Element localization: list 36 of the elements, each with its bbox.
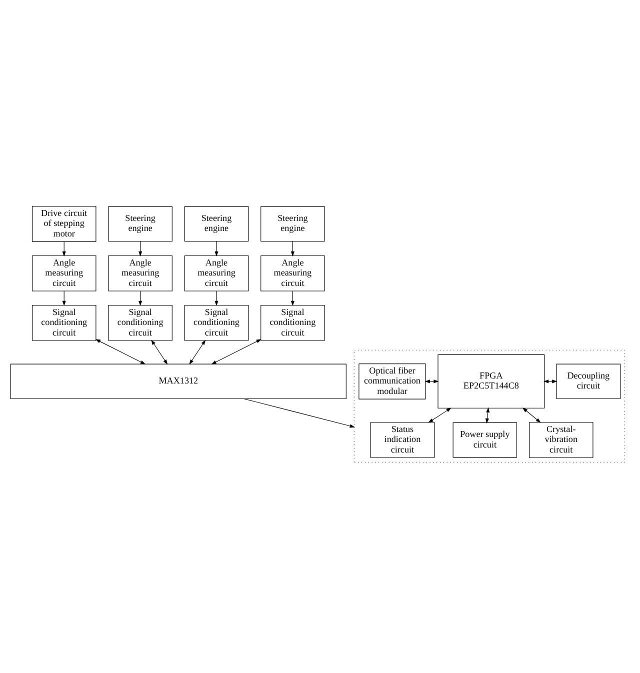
- node-box: Drive circuit of stepping motor: [32, 206, 96, 242]
- node-box: Status indication circuit: [370, 422, 435, 458]
- arrow: [290, 241, 294, 257]
- node-box: Steering engine: [260, 206, 325, 242]
- node-box: Angle measuring circuit: [108, 255, 172, 292]
- node-box: MAX1312: [10, 364, 346, 400]
- node-box: Signal conditioning circuit: [260, 304, 325, 341]
- node-box: Decoupling circuit: [556, 364, 621, 400]
- arrow: [189, 340, 206, 365]
- node-box: Angle measuring circuit: [260, 255, 325, 292]
- arrow: [62, 290, 66, 306]
- node-box: FPGA EP2C5T144C8: [438, 354, 545, 408]
- arrow: [428, 408, 452, 423]
- arrow: [290, 290, 294, 306]
- arrow: [211, 339, 262, 364]
- node-box: Signal conditioning circuit: [108, 304, 172, 341]
- node-box: Optical fiber communication modular: [358, 364, 426, 400]
- node-box: Steering engine: [108, 206, 172, 242]
- arrow: [62, 241, 66, 257]
- node-box: Signal conditioning circuit: [184, 304, 249, 341]
- cluster: [354, 350, 626, 462]
- arrow: [214, 241, 218, 257]
- arrow: [214, 290, 218, 306]
- node-box: Power supply circuit: [452, 422, 518, 458]
- arrow: [95, 339, 146, 364]
- arrow: [138, 290, 142, 306]
- node-box: Angle measuring circuit: [32, 255, 96, 292]
- node-box: Crystal-vibration circuit: [528, 422, 594, 458]
- node-box: Angle measuring circuit: [184, 255, 249, 292]
- arrow: [151, 340, 168, 365]
- arrow: [244, 398, 355, 428]
- node-box: Steering engine: [184, 206, 249, 242]
- arrow: [138, 241, 142, 257]
- arrow: [522, 408, 541, 423]
- node-box: Signal conditioning circuit: [32, 304, 96, 341]
- arrow: [485, 407, 490, 424]
